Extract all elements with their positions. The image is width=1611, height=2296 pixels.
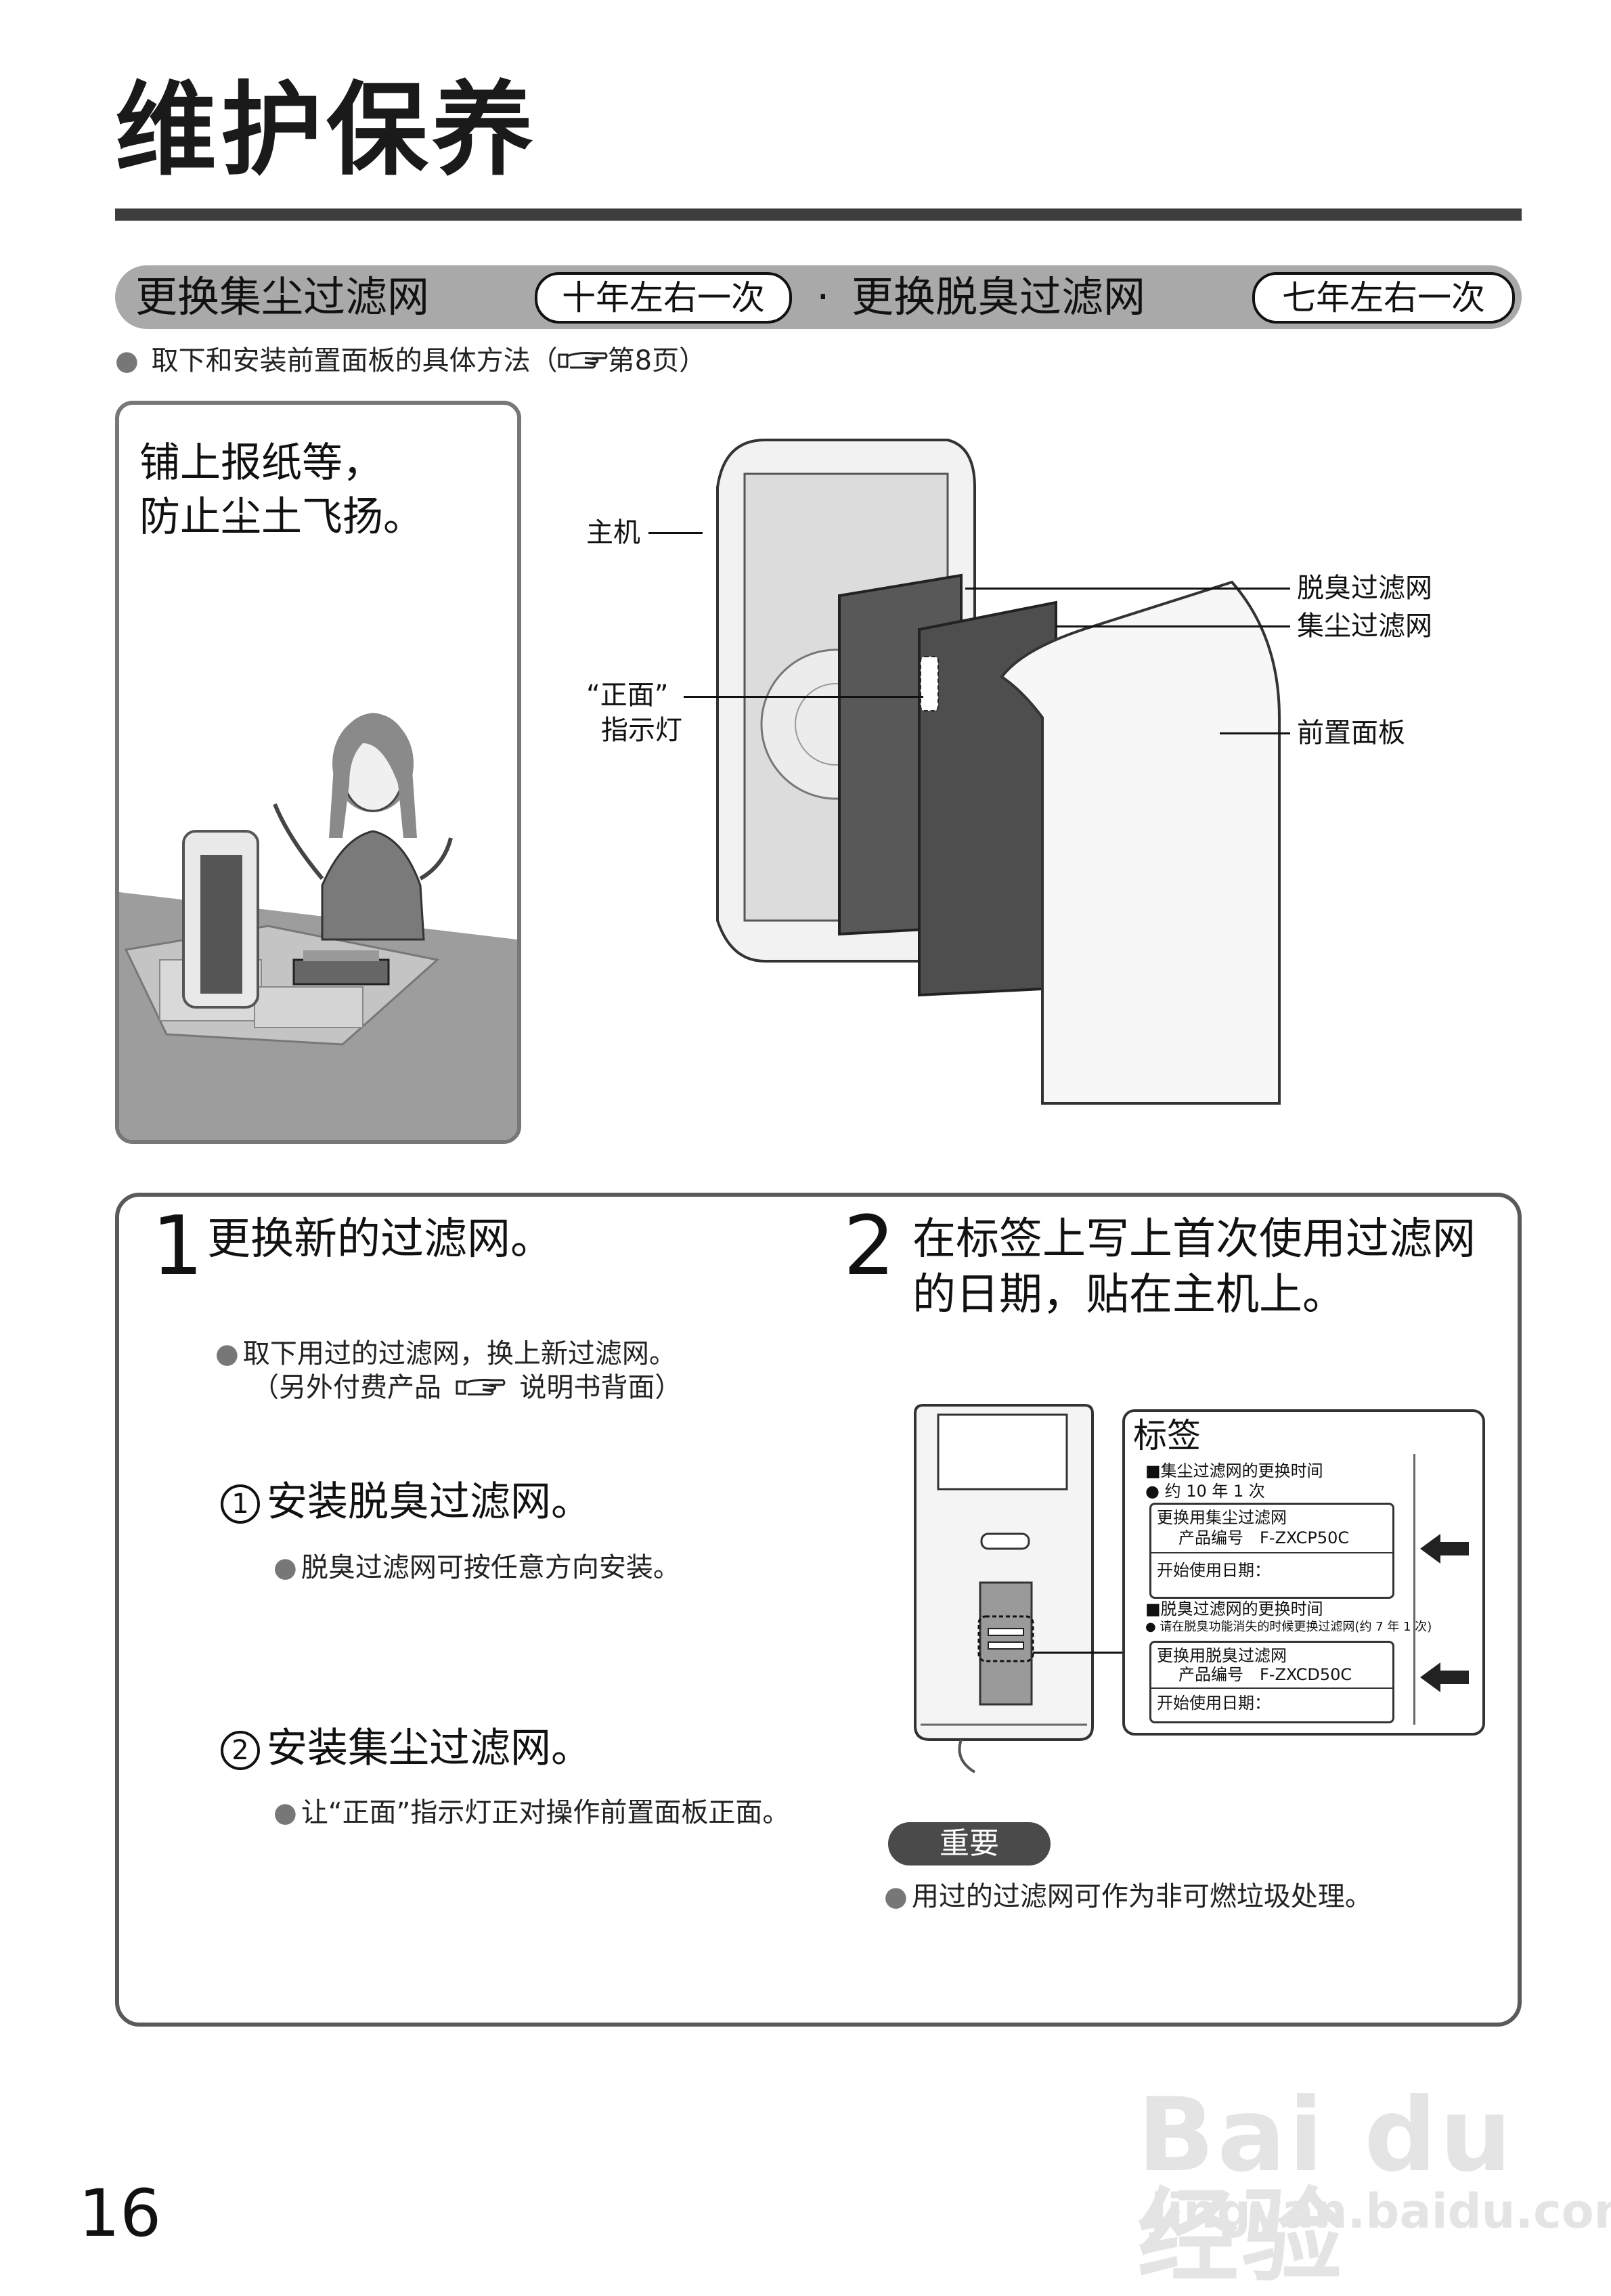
callout-main-unit: 主机 bbox=[586, 514, 640, 551]
page-title: 维护保养 bbox=[115, 80, 537, 181]
air-purifier-exploded-diagram bbox=[704, 433, 1381, 1110]
important-badge: 重要 bbox=[888, 1822, 1051, 1866]
step-2-title-line-1: 在标签上写上首次使用过滤网 bbox=[912, 1212, 1476, 1267]
label-card-divider bbox=[1413, 1454, 1415, 1725]
leader-front-indicator bbox=[684, 696, 923, 698]
header-separator: · bbox=[816, 273, 830, 321]
callout-front-indicator-2: 指示灯 bbox=[601, 712, 682, 749]
newspaper-tip-panel: 铺上报纸等， 防止尘土飞扬。 bbox=[115, 401, 521, 1144]
note-text-before: 取下和安装前置面板的具体方法（ bbox=[152, 345, 558, 376]
title-rule bbox=[115, 208, 1522, 221]
deodor-model-label: 产品编号 bbox=[1178, 1664, 1243, 1685]
deodor-filter-box: 更换用脱臭过滤网 产品编号 F-ZXCD50C 开始使用日期： bbox=[1149, 1641, 1394, 1723]
left-arrow-icon bbox=[1420, 1662, 1469, 1695]
dust-start-date: 开始使用日期： bbox=[1157, 1560, 1271, 1581]
step-2-number: 2 bbox=[843, 1206, 895, 1287]
dust-header: ■集尘过滤网的更换时间 bbox=[1145, 1461, 1323, 1481]
filter-label-card: 标签 ■集尘过滤网的更换时间 ● 约 10 年 1 次 更换用集尘过滤网 产品编… bbox=[1122, 1409, 1485, 1736]
dust-box-rule bbox=[1151, 1552, 1392, 1553]
freq-pill-deodor: 七年左右一次 bbox=[1252, 272, 1515, 324]
leader-dust-filter bbox=[1056, 625, 1290, 627]
deodor-replace: 更换用脱臭过滤网 bbox=[1157, 1646, 1287, 1666]
page-number: 16 bbox=[79, 2181, 161, 2246]
deodor-header: ■脱臭过滤网的更换时间 bbox=[1145, 1599, 1323, 1619]
substep-1-note: 脱臭过滤网可按任意方向安装。 bbox=[273, 1550, 680, 1585]
deodor-model-number: F-ZXCD50C bbox=[1260, 1664, 1352, 1685]
leader-deodor-filter bbox=[965, 588, 1290, 590]
step-2-title-line-2: 的日期，贴在主机上。 bbox=[912, 1267, 1476, 1323]
callout-dust-filter: 集尘过滤网 bbox=[1297, 608, 1432, 644]
baidu-watermark-url: jingyan.baidu.com bbox=[1151, 2188, 1611, 2235]
pointing-hand-icon bbox=[558, 345, 608, 379]
step-1-note-2-after: 说明书背面） bbox=[511, 1372, 682, 1403]
callout-front-indicator-1: “正面” bbox=[586, 677, 668, 713]
callout-deodor-filter: 脱臭过滤网 bbox=[1297, 570, 1432, 606]
note-text-after: 第8页） bbox=[608, 345, 706, 376]
substep-1-label: 安装脱臭过滤网。 bbox=[267, 1478, 592, 1526]
dust-model-label: 产品编号 bbox=[1178, 1528, 1243, 1548]
substep-1-number: 1 bbox=[221, 1484, 260, 1524]
substep-2-note: 让“正面”指示灯正对操作前置面板正面。 bbox=[273, 1795, 789, 1830]
dust-model-number: F-ZXCP50C bbox=[1260, 1528, 1349, 1548]
freq-pill-dust: 十年左右一次 bbox=[535, 272, 792, 324]
woman-with-filters-illustration bbox=[119, 405, 517, 1140]
step-1-title: 更换新的过滤网。 bbox=[207, 1212, 554, 1267]
pointing-hand-icon bbox=[456, 1371, 506, 1407]
step-1-note-1: 取下用过的过滤网，换上新过滤网。 bbox=[215, 1336, 676, 1371]
header-deodor-filter: 更换脱臭过滤网 bbox=[852, 273, 1145, 321]
label-card-title: 标签 bbox=[1133, 1416, 1201, 1455]
substep-2-number: 2 bbox=[221, 1731, 260, 1770]
header-dust-filter: 更换集尘过滤网 bbox=[135, 273, 429, 321]
step-1-note-2: （另外付费产品 说明书背面） bbox=[252, 1370, 682, 1407]
dust-interval: ● 约 10 年 1 次 bbox=[1145, 1481, 1265, 1501]
substep-2-label: 安装集尘过滤网。 bbox=[267, 1725, 592, 1772]
panel-method-note: 取下和安装前置面板的具体方法（ 第8页） bbox=[115, 344, 706, 379]
important-note: 用过的过滤网可作为非可燃垃圾处理。 bbox=[884, 1879, 1372, 1914]
deodor-start-date: 开始使用日期： bbox=[1157, 1693, 1271, 1713]
deodor-box-rule bbox=[1151, 1687, 1392, 1689]
leader-label-pointer bbox=[1033, 1652, 1122, 1654]
step-1-number: 1 bbox=[152, 1206, 203, 1287]
leader-front-panel bbox=[1220, 732, 1290, 734]
unit-rear-illustration bbox=[907, 1401, 1110, 1780]
deodor-interval: ● 请在脱臭功能消失的时候更换过滤网(约 7 年 1 次) bbox=[1145, 1619, 1432, 1635]
callout-front-panel: 前置面板 bbox=[1297, 715, 1405, 751]
dust-filter-box: 更换用集尘过滤网 产品编号 F-ZXCP50C 开始使用日期： bbox=[1149, 1503, 1394, 1599]
left-arrow-icon bbox=[1420, 1534, 1469, 1566]
leader-main-unit bbox=[648, 532, 703, 534]
step-2-title: 在标签上写上首次使用过滤网 的日期，贴在主机上。 bbox=[912, 1212, 1476, 1323]
dust-replace: 更换用集尘过滤网 bbox=[1157, 1507, 1287, 1528]
step-1-note-2-before: （另外付费产品 bbox=[252, 1372, 450, 1403]
